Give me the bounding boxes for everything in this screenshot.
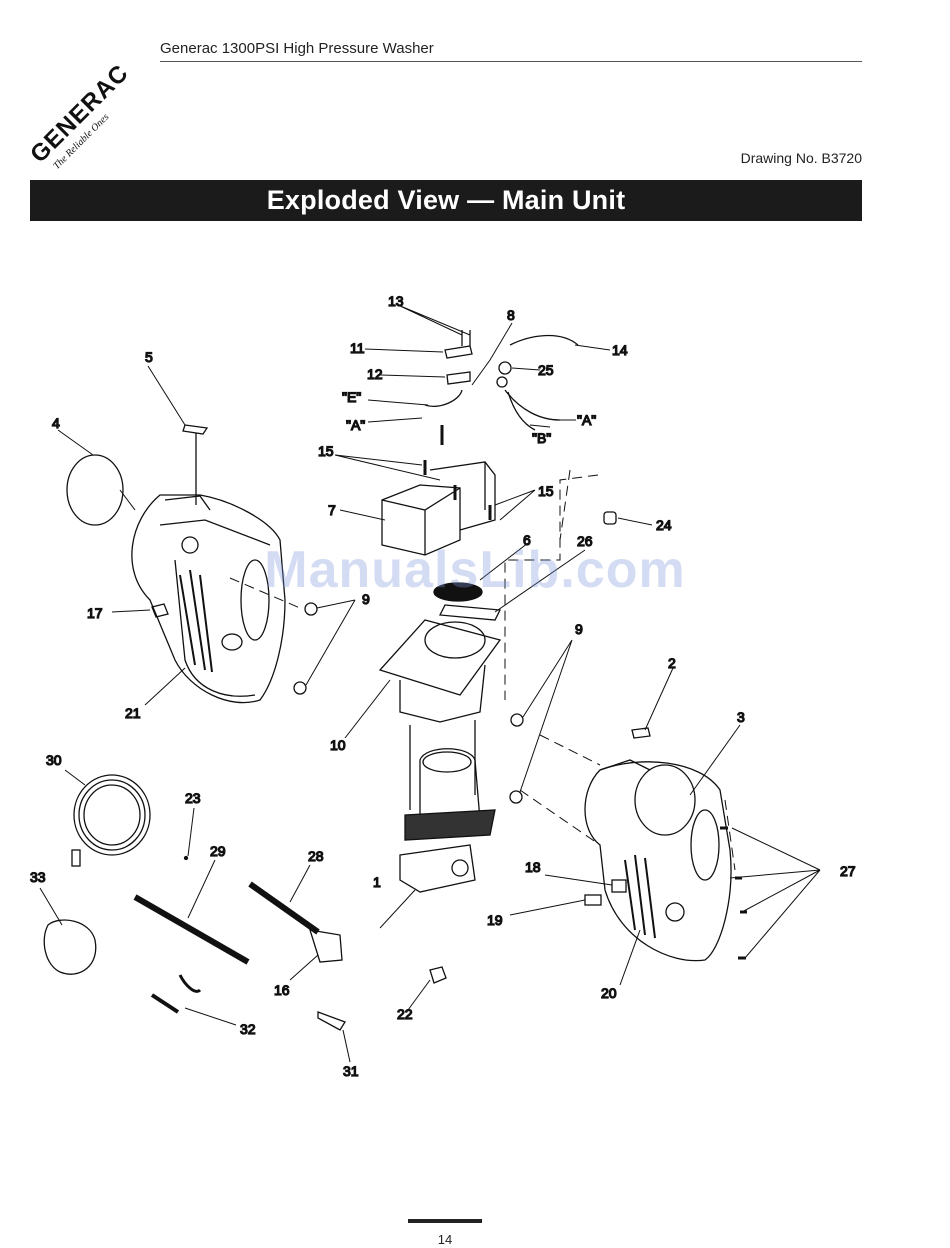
decal-part xyxy=(612,880,626,892)
pin-part xyxy=(185,857,188,860)
plug-part xyxy=(604,512,616,524)
callout-10: 10 xyxy=(330,737,346,753)
callout-32: 32 xyxy=(240,1021,256,1037)
wand-part xyxy=(250,884,318,932)
hose-part xyxy=(510,336,578,345)
callout-13: 13 xyxy=(388,293,404,309)
callout-3: 3 xyxy=(737,709,745,725)
filter-disk-part xyxy=(67,455,123,525)
decal-small-part xyxy=(585,895,601,905)
callout-a-left: "A" xyxy=(346,417,365,433)
callout-15a: 15 xyxy=(318,443,334,459)
gasket-part xyxy=(440,605,500,620)
holder-part xyxy=(44,920,96,974)
callout-18: 18 xyxy=(525,859,541,875)
logo-brand: GENERAC xyxy=(25,59,134,168)
motor-pump-part xyxy=(400,749,495,892)
section-title: Exploded View — Main Unit xyxy=(267,185,626,216)
header-divider xyxy=(160,61,862,62)
page-number: 14 xyxy=(0,1232,890,1247)
callout-23: 23 xyxy=(185,790,201,806)
lance-part xyxy=(135,897,248,962)
drawing-number: Drawing No. B3720 xyxy=(741,150,862,166)
cap-part xyxy=(430,967,446,983)
callout-7: 7 xyxy=(328,502,336,518)
callout-28: 28 xyxy=(308,848,324,864)
callout-25: 25 xyxy=(538,362,554,378)
callout-22: 22 xyxy=(397,1006,413,1022)
callout-19: 19 xyxy=(487,912,503,928)
callout-33: 33 xyxy=(30,869,46,885)
callout-8: 8 xyxy=(507,307,515,323)
callout-20: 20 xyxy=(601,985,617,1001)
callout-14: 14 xyxy=(612,342,628,358)
o-ring-part xyxy=(499,362,511,374)
callout-15b: 15 xyxy=(538,483,554,499)
generac-logo: GENERAC The Reliable Ones xyxy=(22,36,162,176)
watermark: ManualsLib.com xyxy=(0,540,950,600)
callout-17: 17 xyxy=(87,605,103,621)
callout-2: 2 xyxy=(668,655,676,671)
callout-27: 27 xyxy=(840,863,856,879)
callout-12: 12 xyxy=(367,366,383,382)
section-banner: Exploded View — Main Unit xyxy=(30,180,862,221)
callout-11: 11 xyxy=(350,340,365,356)
right-label-part xyxy=(632,728,650,738)
callout-e: "E" xyxy=(342,389,361,405)
footer-bar xyxy=(408,1219,482,1223)
callout-21: 21 xyxy=(125,705,141,721)
right-housing-part xyxy=(585,760,731,961)
callout-5: 5 xyxy=(145,349,153,365)
tip-part xyxy=(318,1012,345,1030)
exploded-view-diagram: 1 2 3 4 5 6 7 8 9 9 10 11 12 13 14 15 15… xyxy=(0,250,950,1120)
callout-b: "B" xyxy=(532,430,551,446)
callout-labels: 1 2 3 4 5 6 7 8 9 9 10 11 12 13 14 15 15… xyxy=(30,293,856,1079)
shroud-part xyxy=(380,620,500,722)
callout-1: 1 xyxy=(373,874,381,890)
callout-a-right: "A" xyxy=(577,412,596,428)
callout-4: 4 xyxy=(52,415,60,431)
label-part xyxy=(183,425,207,434)
document-title: Generac 1300PSI High Pressure Washer xyxy=(160,40,434,57)
hose-coil-part xyxy=(72,775,150,866)
callout-29: 29 xyxy=(210,843,226,859)
callout-24: 24 xyxy=(656,517,672,533)
callout-9b: 9 xyxy=(575,621,583,637)
callout-30: 30 xyxy=(46,752,62,768)
callout-31: 31 xyxy=(343,1063,359,1079)
callout-16: 16 xyxy=(274,982,290,998)
nozzle-part xyxy=(152,995,178,1012)
